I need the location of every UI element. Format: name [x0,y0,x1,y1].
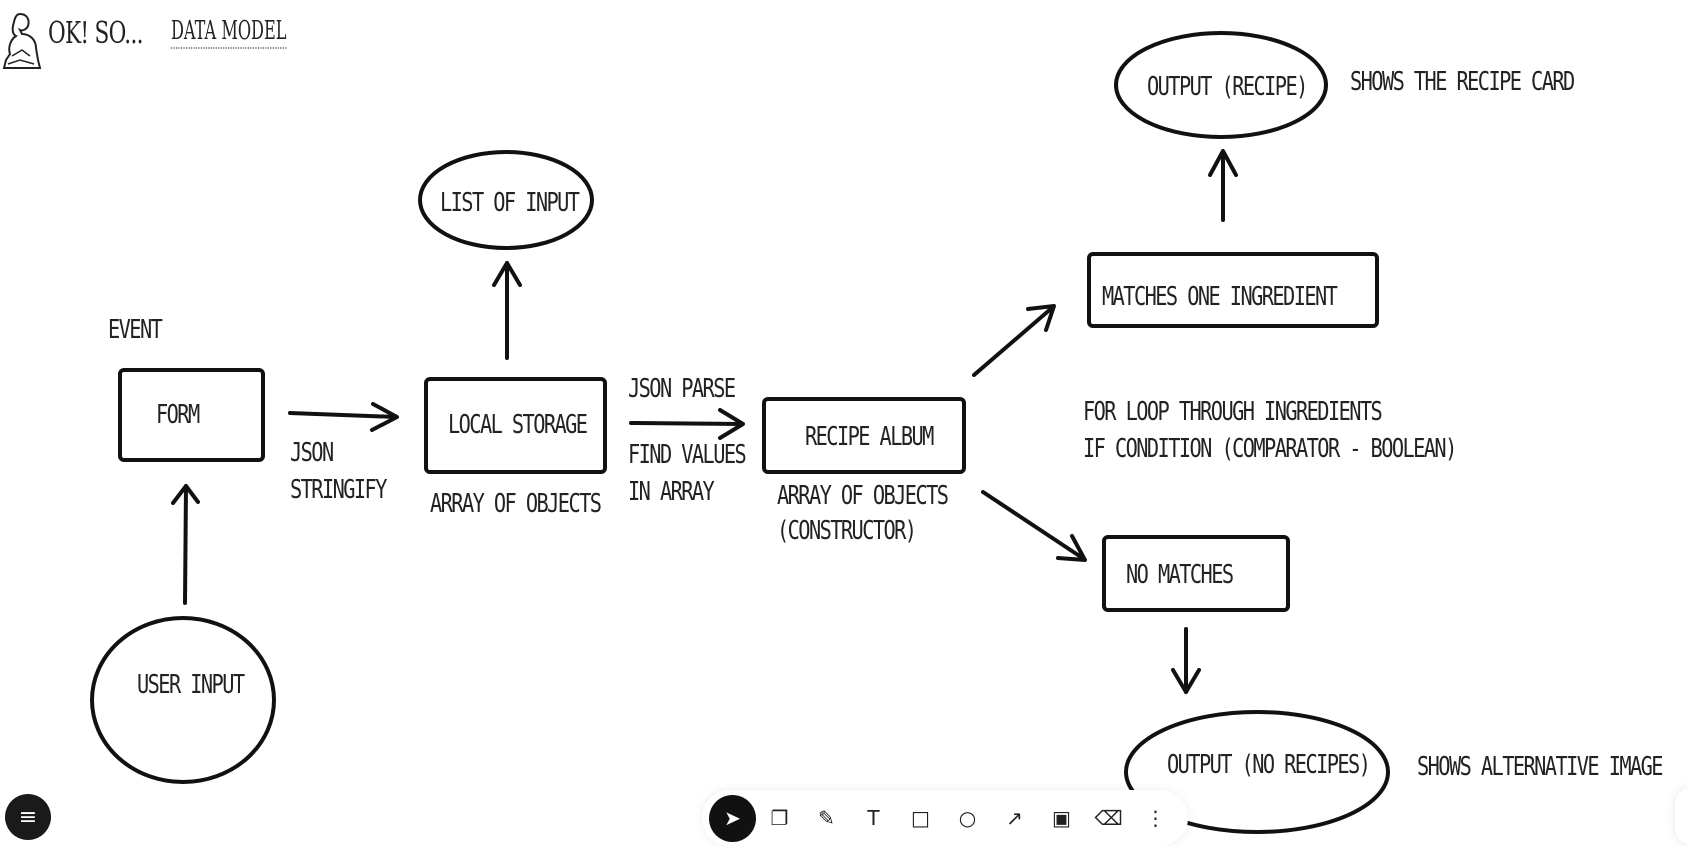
shows-alt-label: SHOWS ALTERNATIVE IMAGE [1417,752,1664,782]
color-swatch-tool-button[interactable]: ❐ [756,795,803,842]
output-recipe-label: OUTPUT (RECIPE) [1147,72,1308,102]
eraser-tool-button[interactable]: ⌫ [1085,795,1132,842]
array-of-objects-label: ARRAY OF OBJECTS [430,489,602,519]
json-stringify-label-1: JSON [290,438,334,468]
event-label: EVENT [108,315,163,345]
arrow-icon: ↗ [1006,806,1023,830]
array-constructor-label-2: (CONSTRUCTOR) [777,516,917,546]
hamburger-icon: ≡ [18,804,38,830]
eraser-icon: ⌫ [1094,806,1123,830]
arrow-userinput-form[interactable] [171,484,200,605]
loop-label-1: FOR LOOP THROUGH INGREDIENTS [1083,397,1383,427]
text-tool-button[interactable]: T [850,795,897,842]
pencil-tool-button[interactable]: ✎ [803,795,850,842]
matches-one-label: MATCHES ONE INGREDIENT [1102,282,1338,312]
pencil-icon: ✎ [818,806,835,830]
matches-one-node[interactable] [1087,252,1379,328]
loop-label-2: IF CONDITION (COMPARATOR - BOOLEAN) [1083,434,1457,464]
select-arrow-icon: ➤ [724,806,741,830]
arrow-tool-button[interactable]: ↗ [991,795,1038,842]
output-no-recipes-node[interactable] [1124,710,1390,834]
arrow-nomatches-output[interactable] [1171,627,1201,694]
arrow-localstorage-list[interactable] [492,261,522,360]
recipe-album-node[interactable] [762,397,966,474]
form-label: FORM [156,400,200,430]
output-recipe-node[interactable] [1114,31,1328,139]
more-tool-button[interactable]: ⋮ [1132,795,1179,842]
local-storage-node[interactable] [424,377,607,474]
list-of-input-label: LIST OF INPUT [440,188,580,218]
json-stringify-label-2: STRINGIFY [290,475,387,505]
ellipse-tool-button[interactable]: ○ [944,795,991,842]
find-values-label-2: IN ARRAY [628,477,715,507]
document-title[interactable]: DATA MODEL [171,16,287,49]
array-constructor-label-1: ARRAY OF OBJECTS [777,481,949,511]
no-matches-label: NO MATCHES [1126,560,1234,590]
drawing-toolbar: ➤ ❐ ✎ T □ ○ ↗ ▣ ⌫ ⋮ [702,790,1188,846]
user-input-label: USER INPUT [137,670,245,700]
shows-recipe-label: SHOWS THE RECIPE CARD [1350,67,1575,97]
ellipse-icon: ○ [958,806,977,830]
app-brand: OK! SO... [48,16,143,51]
arrow-album-nomatches[interactable] [981,490,1087,562]
no-matches-node[interactable] [1102,535,1290,612]
recipe-album-label: RECIPE ALBUM [805,422,934,452]
arrow-form-localstorage[interactable] [288,402,399,432]
arrow-album-matches[interactable] [972,304,1056,377]
output-no-recipes-label: OUTPUT (NO RECIPES) [1167,750,1371,780]
user-input-node[interactable] [90,616,276,784]
more-icon: ⋮ [1145,806,1166,830]
arrow-localstorage-album[interactable] [629,408,745,440]
right-panel-button[interactable] [1675,788,1687,844]
select-arrow-tool-button[interactable]: ➤ [709,794,756,842]
color-swatch-icon: ❐ [770,806,789,830]
arrow-matches-output[interactable] [1208,149,1238,222]
json-parse-label: JSON PARSE [628,374,736,404]
rectangle-icon: □ [911,806,930,830]
text-icon: T [867,806,880,830]
rectangle-tool-button[interactable]: □ [897,795,944,842]
image-icon: ▣ [1052,806,1071,830]
list-of-input-node[interactable] [418,150,594,250]
form-node[interactable] [118,368,265,462]
image-tool-button[interactable]: ▣ [1038,795,1085,842]
find-values-label-1: FIND VALUES [628,440,747,470]
main-menu-button[interactable]: ≡ [5,794,51,840]
local-storage-label: LOCAL STORAGE [448,410,588,440]
thinker-logo-icon [2,12,42,69]
